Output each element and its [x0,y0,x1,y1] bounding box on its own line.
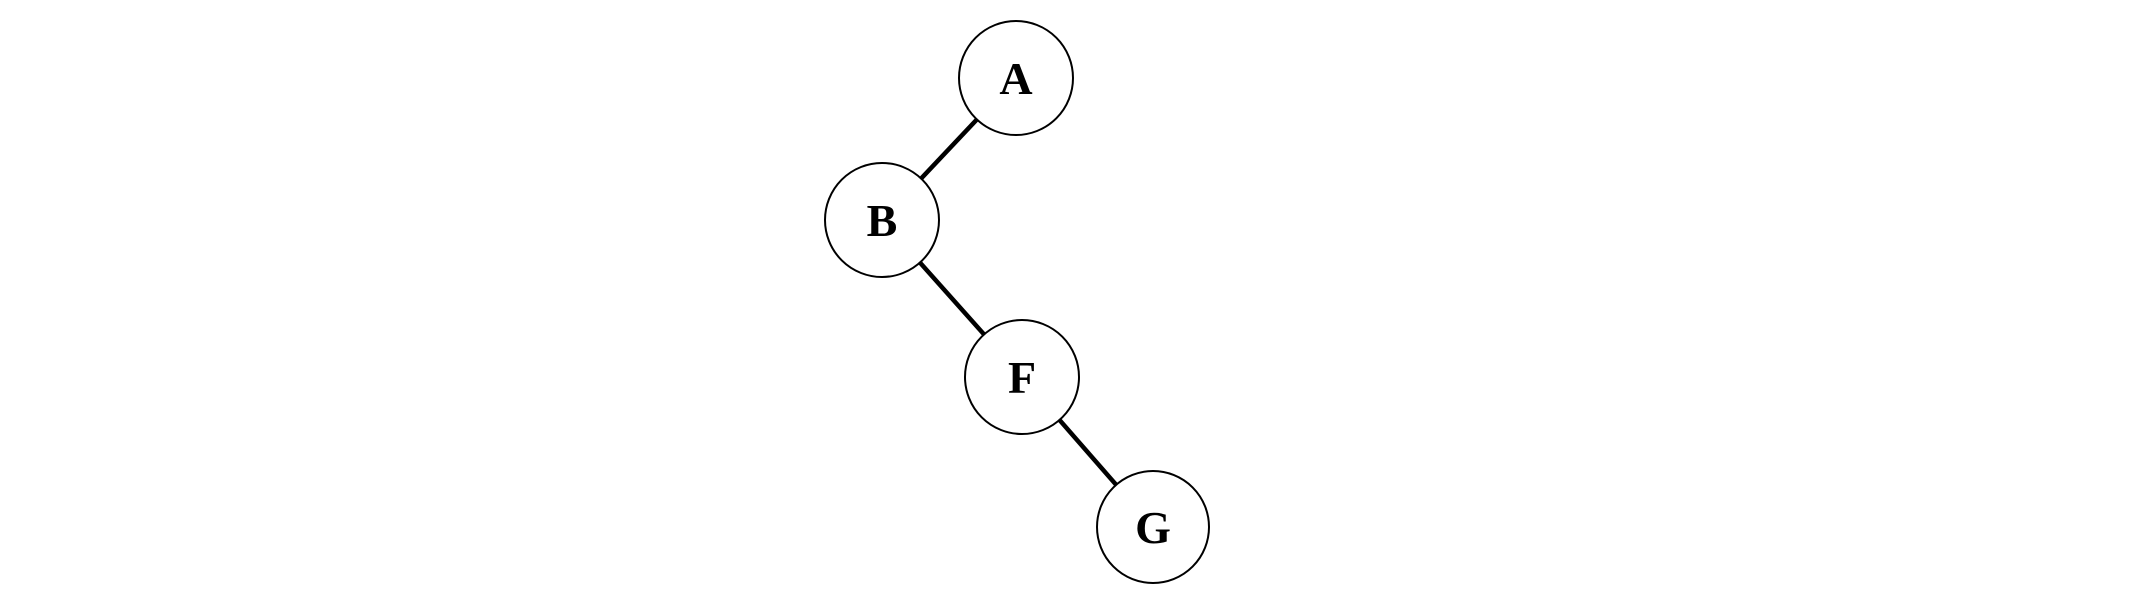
node-G: G [1096,470,1210,584]
node-circle-F [964,319,1080,435]
node-label-F: F [1008,352,1036,403]
node-circle-B [824,162,940,278]
node-circle-G [1096,470,1210,584]
node-F: F [964,319,1080,435]
node-circle-A [958,20,1074,136]
node-label-G: G [1135,502,1171,553]
node-A: A [958,20,1074,136]
node-label-B: B [867,195,898,246]
node-B: B [824,162,940,278]
node-label-A: A [999,53,1032,104]
